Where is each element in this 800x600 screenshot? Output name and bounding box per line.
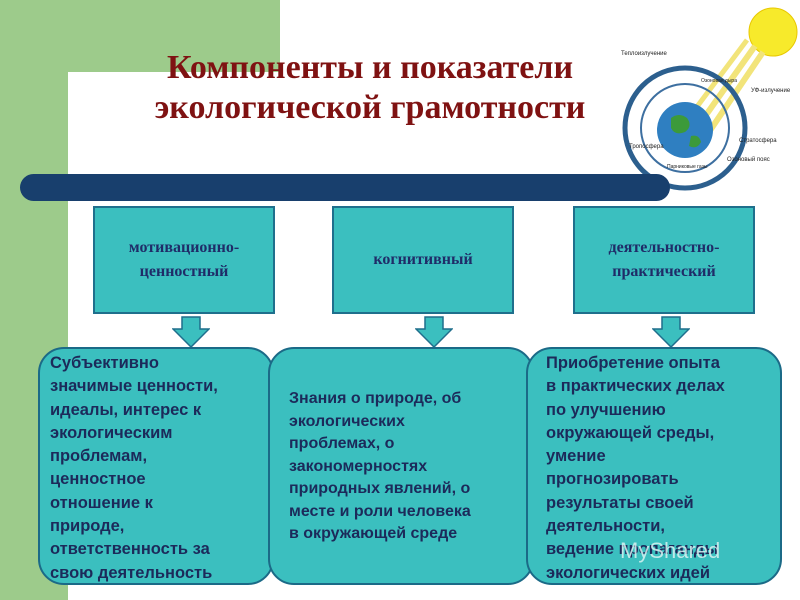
component-label: мотивационно- ценностный (128, 239, 240, 280)
watermark: MyShared (620, 538, 721, 563)
sun-icon (748, 7, 798, 57)
description-box-cognitive: Знания о природе, об экологических пробл… (268, 347, 534, 585)
down-arrow-icon (652, 316, 690, 348)
label-heat: Теплоизлучение (621, 51, 667, 57)
description-text: Знания о природе, об экологических пробл… (289, 390, 471, 542)
label-greenhouse: Парниковые газы (667, 164, 708, 170)
description-box-practical: Приобретение опыта в практических делах … (526, 347, 782, 585)
label-ozone-hole: Озоновая дыра (701, 78, 737, 84)
atmosphere-diagram: Теплоизлучение Озоновая дыра УФ-излучени… (615, 0, 800, 200)
component-box-practical: деятельностно- практический (573, 206, 755, 314)
label-stratosphere: Стратосфера (739, 138, 777, 144)
component-box-cognitive: когнитивный (332, 206, 514, 314)
label-ozone-layer: Озоновый пояс (727, 156, 770, 163)
label-uv: УФ-излучение (751, 88, 791, 94)
down-arrow-icon (415, 316, 453, 348)
label-troposphere: Тропосфера (629, 144, 664, 150)
green-header-band (0, 0, 280, 72)
description-text: Субъективно значимые ценности, идеалы, и… (50, 354, 218, 582)
component-label: когнитивный (373, 251, 473, 268)
description-text: Приобретение опыта в практических делах … (546, 354, 725, 582)
description-box-motivational: Субъективно значимые ценности, идеалы, и… (38, 347, 274, 585)
component-label: деятельностно- практический (608, 239, 720, 280)
header-divider-bar (20, 174, 670, 201)
component-box-motivational: мотивационно- ценностный (93, 206, 275, 314)
down-arrow-icon (172, 316, 210, 348)
page-title: Компоненты и показатели экологической гр… (154, 49, 586, 126)
